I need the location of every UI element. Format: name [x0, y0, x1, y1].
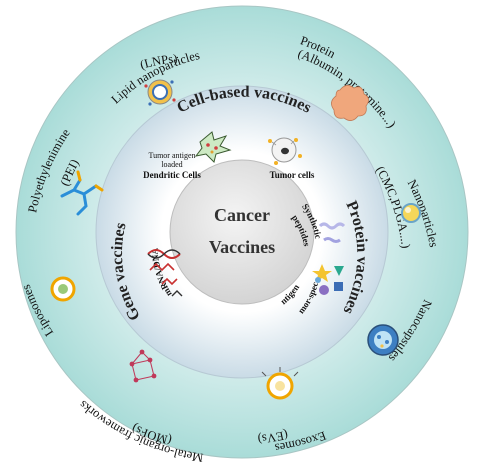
label-loaded: loaded	[161, 160, 182, 169]
mof-icon	[129, 349, 157, 383]
label-evs-abbr: (EVs)	[257, 428, 289, 447]
label-dendritic-cells: Dendritic Cells	[143, 170, 201, 180]
liposome-icon	[50, 276, 76, 302]
mrna-dna-icon	[147, 249, 183, 297]
protein-icon	[331, 85, 369, 121]
antigen-shapes-icon	[312, 264, 344, 295]
label-tumor-cells: Tumor cells	[270, 170, 315, 180]
tumor-cell-icon	[268, 137, 302, 165]
nanoparticle-icon	[401, 203, 421, 223]
dendritic-cell-icon	[194, 131, 232, 163]
exosome-icon	[261, 367, 299, 400]
center-title-line1: Cancer	[214, 205, 270, 225]
lnp-icon	[144, 79, 176, 106]
label-tumor-antigen: Tumor antigen	[148, 151, 195, 160]
pei-icon	[60, 170, 104, 216]
center-title-line2: Vaccines	[209, 237, 275, 257]
nanocapsule-icon	[367, 324, 399, 356]
peptide-icon	[318, 222, 346, 243]
core-circle	[169, 159, 315, 305]
